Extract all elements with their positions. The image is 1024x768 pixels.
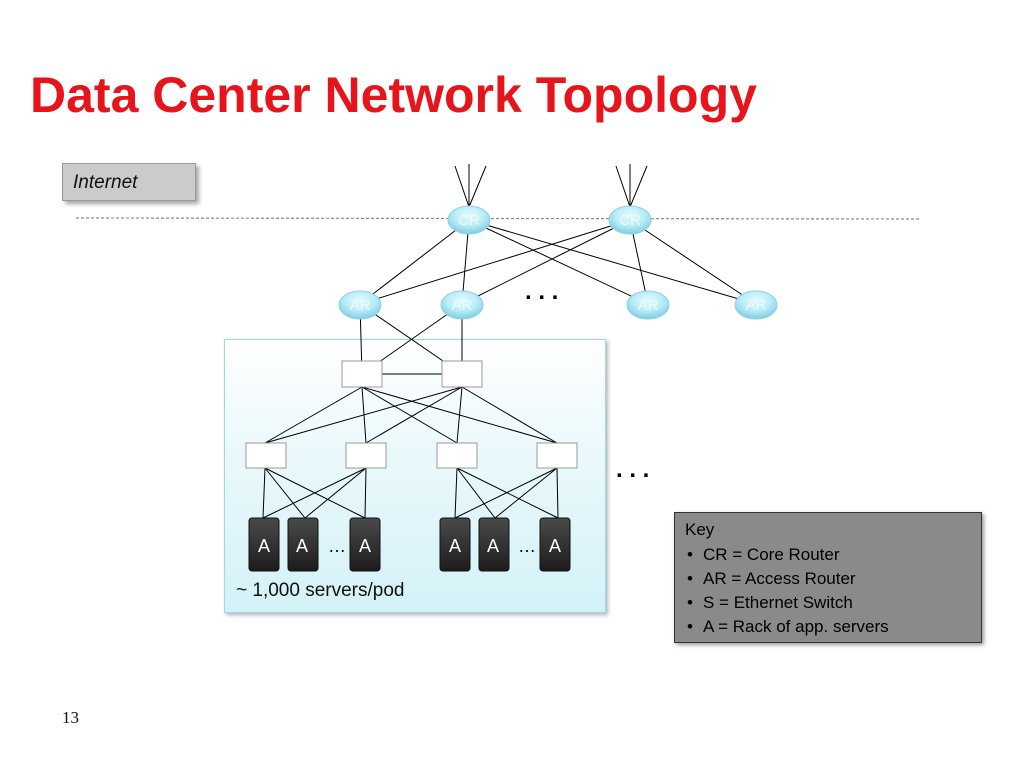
access-router: AR	[626, 290, 670, 320]
tor-switch	[536, 442, 578, 469]
aggregation-tor-links	[264, 386, 558, 444]
legend-item: • A = Rack of app. servers	[687, 615, 889, 639]
legend-item-text: AR = Access Router	[703, 569, 856, 588]
rack-ellipsis: …	[328, 536, 346, 556]
legend-item-text: CR = Core Router	[703, 545, 840, 564]
rack-ellipsis: …	[518, 536, 536, 556]
tor-switch	[436, 442, 478, 469]
legend-title: Key	[685, 520, 715, 539]
access-router-label: AR	[350, 297, 371, 314]
page-number: 13	[62, 708, 79, 727]
internet-boundary-line	[75, 217, 921, 220]
access-router-label: AR	[638, 297, 659, 314]
aggregation-switch	[341, 360, 383, 388]
slide-title: Data Center Network Topology	[30, 67, 757, 123]
legend-item-text: S = Ethernet Switch	[703, 593, 853, 612]
aggregation-switch	[441, 360, 483, 388]
bullet-icon: •	[687, 545, 693, 564]
server-rack: A	[539, 517, 571, 572]
server-rack-label: A	[359, 536, 371, 556]
access-router: AR	[734, 290, 778, 320]
bullet-icon: •	[687, 617, 693, 636]
server-rack-label: A	[296, 536, 308, 556]
tor-rack-links	[262, 467, 559, 519]
pod-ellipsis: . . .	[616, 456, 649, 483]
server-rack-label: A	[549, 536, 561, 556]
core-router-label: CR	[619, 212, 641, 229]
bullet-icon: •	[687, 569, 693, 588]
access-router-label: AR	[746, 297, 767, 314]
server-rack: A	[478, 517, 510, 572]
server-rack-label: A	[258, 536, 270, 556]
server-rack-label: A	[449, 536, 461, 556]
legend-item: • AR = Access Router	[687, 567, 889, 591]
core-router-uplinks	[454, 164, 648, 208]
tor-switch	[245, 442, 287, 469]
internet-label: Internet	[73, 172, 138, 193]
core-router: CR	[608, 205, 652, 235]
server-rack: A	[349, 517, 381, 572]
server-rack: A	[439, 517, 471, 572]
legend-item: • S = Ethernet Switch	[687, 591, 889, 615]
access-router-ellipsis: . . .	[525, 278, 558, 305]
access-router-label: AR	[452, 297, 473, 314]
legend-item-text: A = Rack of app. servers	[703, 617, 889, 636]
core-router-label: CR	[458, 212, 480, 229]
legend-key: Key • CR = Core Router • AR = Access Route…	[674, 512, 982, 643]
core-router: CR	[447, 205, 491, 235]
legend-item: • CR = Core Router	[687, 543, 889, 567]
server-rack: A	[248, 517, 280, 572]
tor-switch	[345, 442, 387, 469]
pod-size-label: ~ 1,000 servers/pod	[236, 580, 405, 601]
legend-list: • CR = Core Router • AR = Access Router • S…	[687, 543, 889, 639]
bullet-icon: •	[687, 593, 693, 612]
access-router: AR	[440, 290, 484, 320]
server-rack-label: A	[487, 536, 499, 556]
access-router: AR	[338, 290, 382, 320]
server-rack: A	[287, 517, 319, 572]
internet-label-box: Internet	[62, 163, 196, 201]
